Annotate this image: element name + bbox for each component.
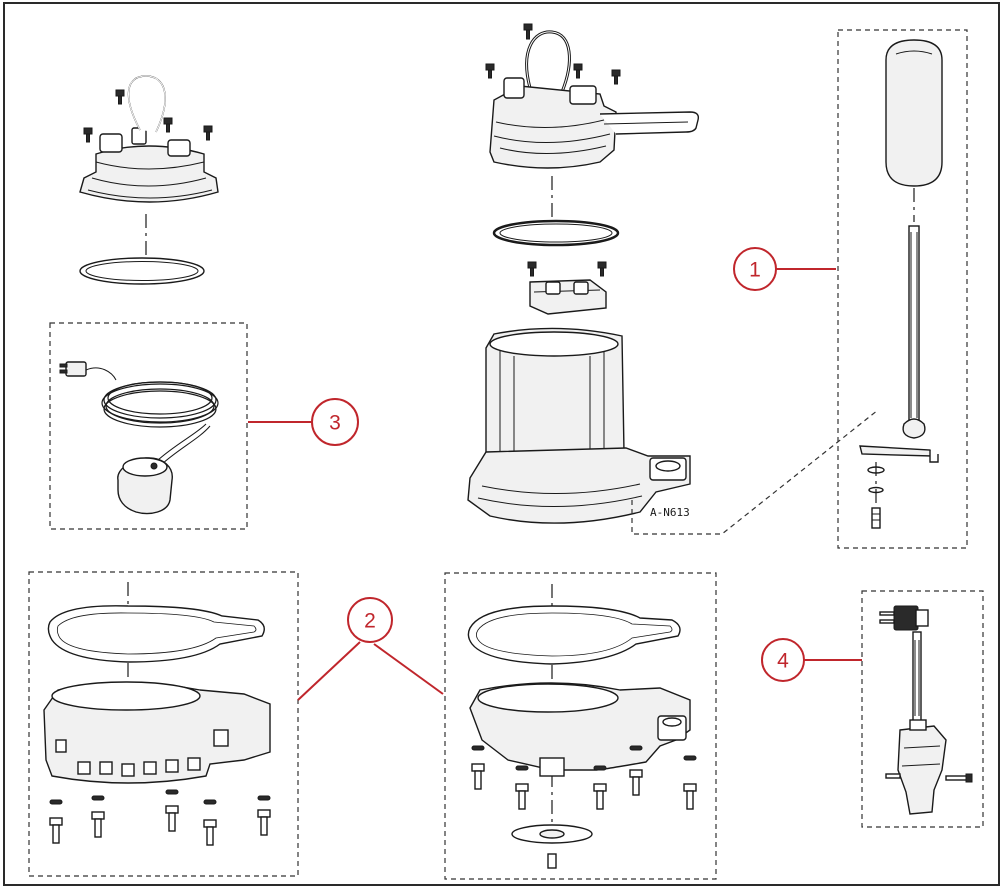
callout-4: 4 bbox=[761, 638, 805, 682]
callout-3-label: 3 bbox=[329, 412, 341, 435]
callout-1-label: 1 bbox=[749, 259, 761, 282]
callout-1: 1 bbox=[733, 247, 777, 291]
volute-base-assembly-left bbox=[43, 582, 271, 846]
volute-base-assembly-right bbox=[467, 584, 697, 869]
group-3-box bbox=[49, 322, 248, 530]
callout-2: 2 bbox=[347, 597, 393, 643]
callout-2-leaders bbox=[297, 641, 444, 701]
diagram-frame bbox=[3, 2, 1000, 886]
float-rod-assembly bbox=[859, 39, 943, 529]
callout-2-label: 2 bbox=[364, 610, 376, 633]
callout-4-label: 4 bbox=[777, 650, 789, 673]
group-1-box bbox=[837, 29, 968, 549]
vertical-float-switch bbox=[879, 605, 973, 815]
group-4-box bbox=[861, 590, 984, 828]
pump-housing: A-N613 bbox=[467, 327, 691, 524]
group-2-right-box bbox=[444, 572, 717, 880]
float-switch-cord bbox=[59, 361, 219, 515]
switch-cover-assembly bbox=[79, 75, 219, 285]
pump-head-assembly bbox=[485, 23, 700, 315]
callout-3: 3 bbox=[311, 398, 359, 446]
group-2-left-box bbox=[28, 571, 299, 877]
model-number-label: A-N613 bbox=[650, 506, 690, 519]
